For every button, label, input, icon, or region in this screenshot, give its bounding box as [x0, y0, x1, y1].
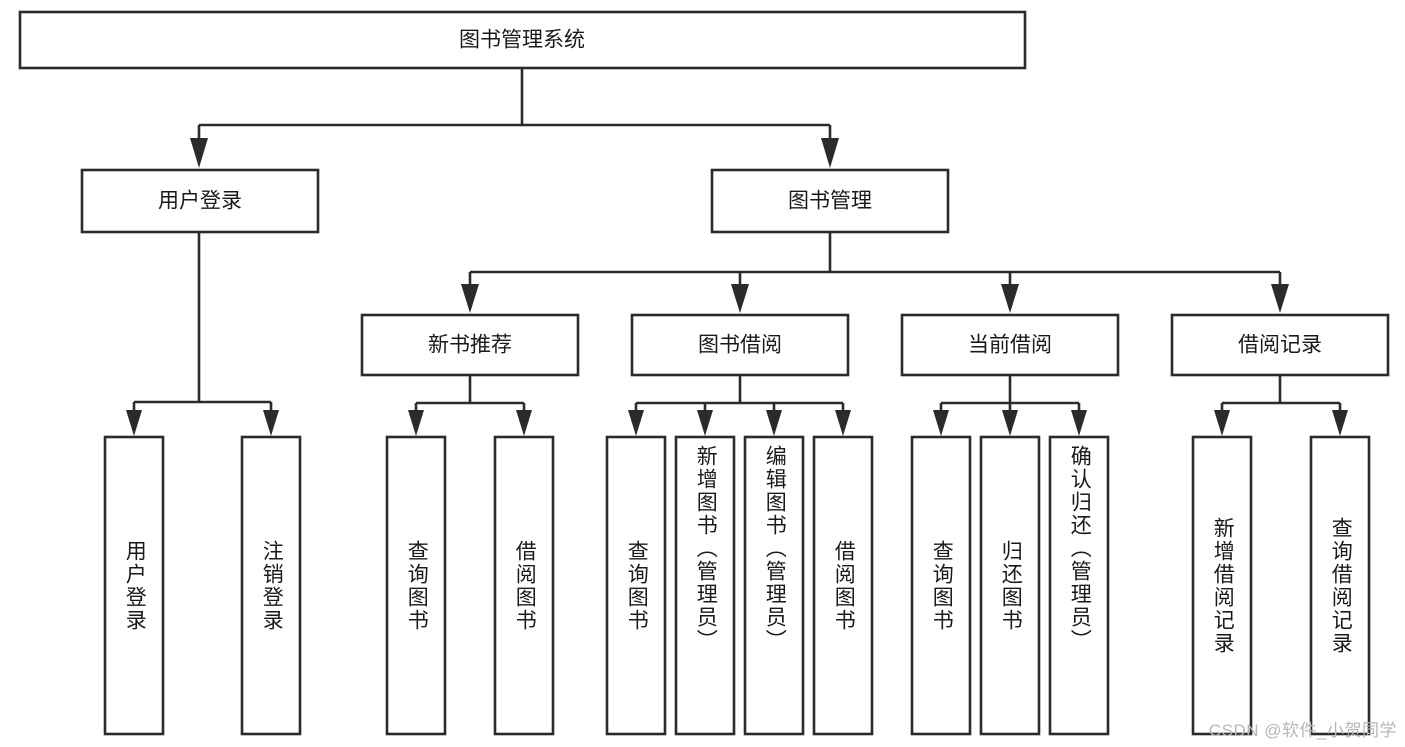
arrowhead-leaf-query-book-3	[933, 410, 949, 436]
leaf-box-add-book[interactable]	[674, 435, 736, 736]
arrowhead-leaf-query-record	[1332, 410, 1348, 436]
node-user-login[interactable]: 用户登录	[80, 168, 320, 234]
leaf-boxes	[103, 435, 1371, 736]
arrowhead-book-management	[821, 138, 839, 168]
arrowhead-leaf-confirm-return	[1071, 410, 1087, 436]
arrowhead-user-login	[190, 138, 208, 168]
arrowhead-borrow-record	[1271, 284, 1289, 313]
node-borrow-record[interactable]: 借阅记录	[1170, 313, 1390, 377]
node-book-management-box[interactable]	[710, 168, 950, 234]
leaf-box-query-book-3[interactable]	[910, 435, 972, 736]
node-book-management-label: 图书管理	[788, 190, 872, 213]
node-root-box[interactable]	[18, 10, 1027, 70]
node-new-book-recommend[interactable]: 新书推荐	[360, 313, 580, 377]
leaf-box-query-book-2[interactable]	[605, 435, 667, 736]
leaf-box-add-record[interactable]	[1191, 435, 1253, 736]
node-root-label: 图书管理系统	[459, 29, 585, 52]
watermark-text: CSDN @软件_小贺同学	[1208, 721, 1397, 740]
node-current-borrow-box[interactable]	[900, 313, 1120, 377]
node-book-borrow-label: 图书借阅	[698, 334, 782, 357]
leaf-box-edit-book[interactable]	[743, 435, 805, 736]
arrowhead-leaf-logout	[263, 410, 279, 436]
arrowhead-current-borrow	[1001, 284, 1019, 313]
node-user-login-box[interactable]	[80, 168, 320, 234]
node-current-borrow[interactable]: 当前借阅	[900, 313, 1120, 377]
arrowhead-leaf-edit-book	[766, 410, 782, 436]
connectors-borrow-record-to-leaves	[1214, 375, 1348, 436]
arrowhead-leaf-borrow-book-2	[835, 410, 851, 436]
arrowhead-leaf-borrow-book-1	[516, 410, 532, 436]
leaf-box-query-book-1[interactable]	[385, 435, 447, 736]
node-user-login-label: 用户登录	[158, 190, 242, 213]
leaf-box-borrow-book-1[interactable]	[493, 435, 555, 736]
connectors-book-borrow-to-leaves	[628, 375, 851, 436]
connectors-root-to-level2	[190, 68, 839, 168]
leaf-box-user-login[interactable]	[103, 435, 165, 736]
leaf-box-query-record[interactable]	[1309, 435, 1371, 736]
connectors-book-management-to-level3	[461, 232, 1289, 313]
arrowhead-leaf-add-record	[1214, 410, 1230, 436]
leaf-box-borrow-book-2[interactable]	[812, 435, 874, 736]
arrowhead-leaf-query-book-2	[628, 410, 644, 436]
node-book-borrow-box[interactable]	[630, 313, 850, 377]
node-new-book-recommend-box[interactable]	[360, 313, 580, 377]
leaf-box-logout[interactable]	[240, 435, 302, 736]
node-root[interactable]: 图书管理系统	[18, 10, 1027, 70]
arrowhead-leaf-user-login	[126, 410, 142, 436]
arrowhead-leaf-add-book	[697, 410, 713, 436]
node-current-borrow-label: 当前借阅	[968, 334, 1052, 357]
node-borrow-record-label: 借阅记录	[1238, 334, 1322, 357]
arrowhead-book-borrow	[731, 284, 749, 313]
node-borrow-record-box[interactable]	[1170, 313, 1390, 377]
connectors-user-login-to-leaves	[126, 232, 279, 436]
node-new-book-recommend-label: 新书推荐	[428, 334, 512, 357]
arrowhead-leaf-query-book-1	[408, 410, 424, 436]
arrowhead-new-book-recommend	[461, 284, 479, 313]
connectors-new-book-recommend-to-leaves	[408, 375, 532, 436]
node-book-borrow[interactable]: 图书借阅	[630, 313, 850, 377]
arrowhead-leaf-return-book	[1002, 410, 1018, 436]
connectors-current-borrow-to-leaves	[933, 375, 1087, 436]
leaf-box-confirm-return[interactable]	[1048, 435, 1110, 736]
leaf-box-return-book[interactable]	[979, 435, 1041, 736]
node-book-management[interactable]: 图书管理	[710, 168, 950, 234]
